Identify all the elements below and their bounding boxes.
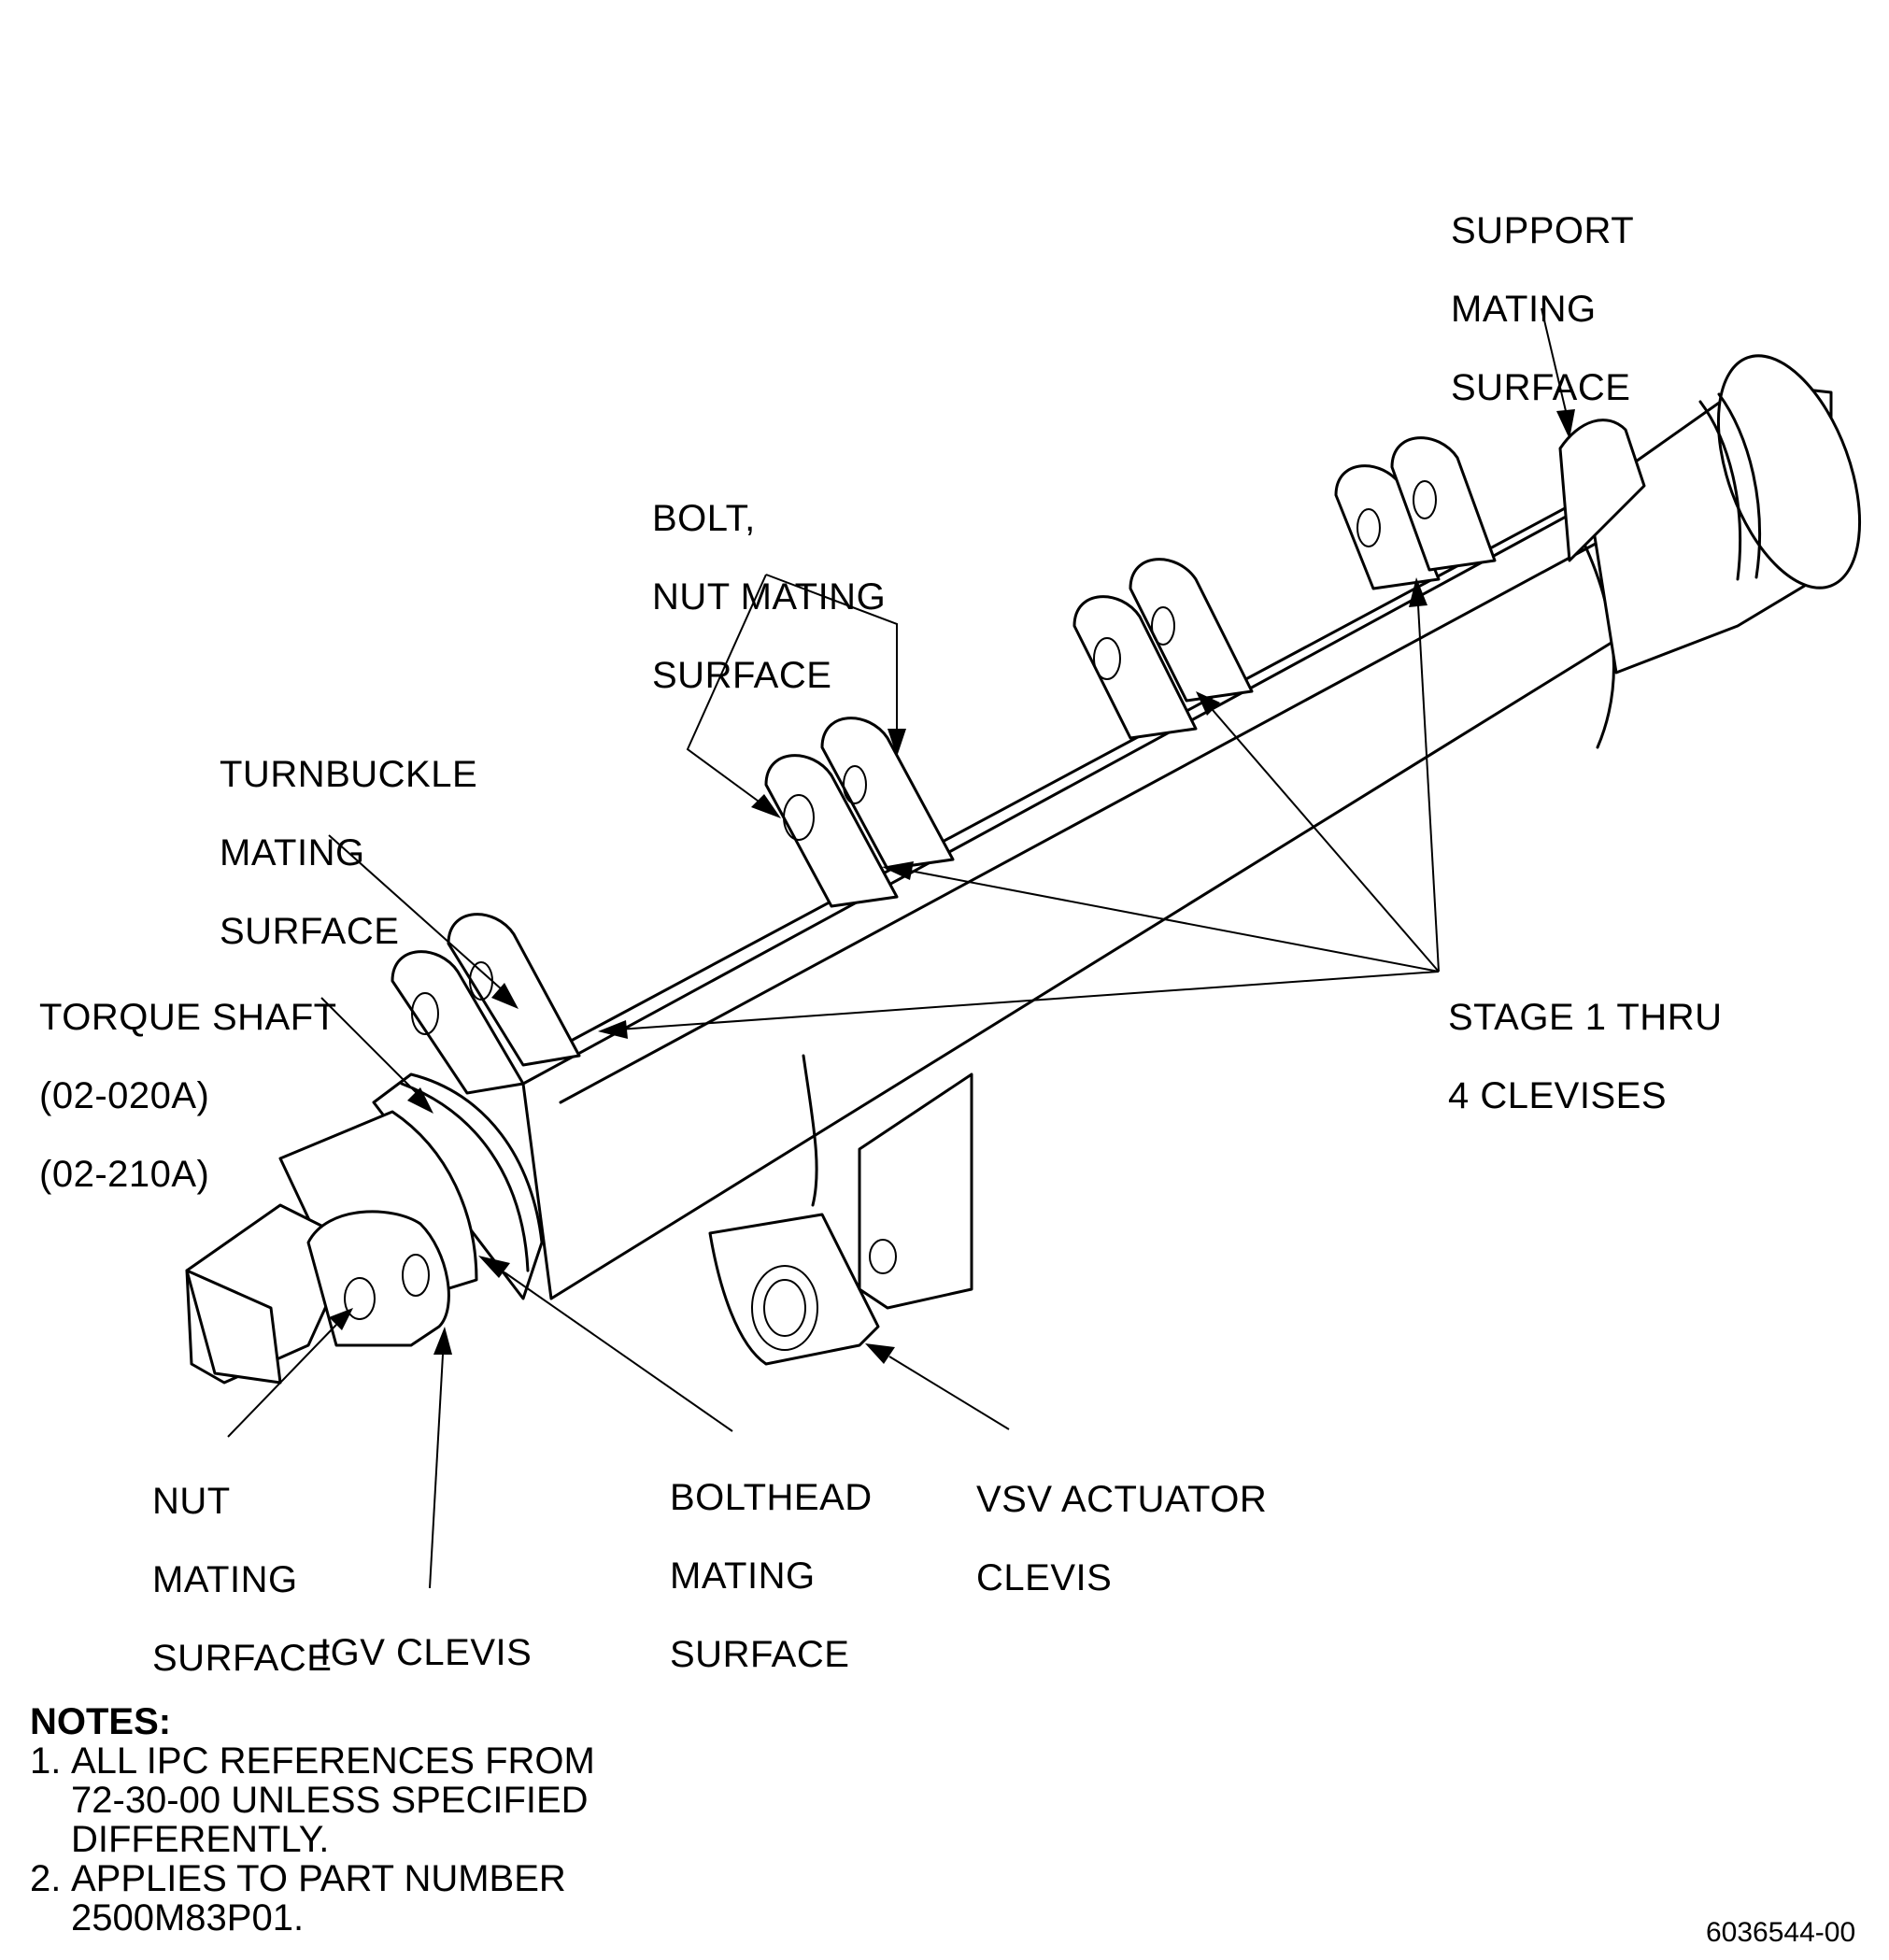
note-number: 2. [30, 1858, 62, 1899]
leader-turnbuckle [328, 834, 518, 1009]
callout-nut-mating-surface: NUT MATING SURFACE [152, 1481, 333, 1679]
note-line: ALL IPC REFERENCES FROM [71, 1740, 595, 1782]
leader-nut-mating [227, 1308, 353, 1438]
note-line: 72-30-00 UNLESS SPECIFIED [71, 1780, 589, 1821]
torque-shaft-body [521, 484, 1655, 1300]
note-line: 2500M83P01. [71, 1897, 305, 1939]
callout-turnbuckle-mating-surface: TURNBUCKLE MATING SURFACE [220, 754, 478, 952]
note-line: APPLIES TO PART NUMBER [71, 1858, 566, 1899]
note-number: 1. [30, 1740, 62, 1782]
notes-block: NOTES: 1. ALL IPC REFERENCES FROM 72-30-… [30, 1702, 595, 1938]
callout-bolt-nut-mating-surface: BOLT, NUT MATING SURFACE [652, 498, 887, 696]
stage-clevis-1 [764, 717, 955, 908]
note-item-1: 1. ALL IPC REFERENCES FROM 72-30-00 UNLE… [30, 1741, 595, 1859]
figure-number: 6036544-00 [1706, 1917, 1856, 1948]
callout-support-mating-surface: SUPPORT MATING SURFACE [1451, 210, 1635, 408]
leader-bolt-nut [686, 574, 906, 818]
leader-vsv-actuator [865, 1343, 1010, 1430]
note-line: DIFFERENTLY. [71, 1819, 330, 1860]
callout-torque-shaft: TORQUE SHAFT (02-020A) (02-210A) [39, 997, 337, 1195]
stage-clevis-3 [1334, 436, 1497, 590]
leader-bolthead-mating [478, 1256, 733, 1432]
vsv-actuator-clevis [708, 1072, 973, 1366]
callout-vsv-actuator-clevis: VSV ACTUATOR CLEVIS [976, 1479, 1268, 1598]
callout-bolthead-mating-surface: BOLTHEAD MATING SURFACE [670, 1477, 873, 1675]
leader-stage-clevises [598, 577, 1440, 1039]
leader-igv-clevis [429, 1327, 452, 1589]
leader-support [1541, 307, 1575, 439]
notes-heading: NOTES: [30, 1701, 172, 1742]
turnbuckle-clevis [391, 913, 581, 1095]
leader-torque-shaft [320, 997, 433, 1114]
stage-clevis-2 [1072, 558, 1254, 740]
support-end-cylinder [1558, 354, 1862, 675]
callout-igv-clevis: IGV CLEVIS [320, 1632, 533, 1673]
note-item-2: 2. APPLIES TO PART NUMBER 2500M83P01. [30, 1859, 595, 1938]
callout-stage-clevises: STAGE 1 THRU 4 CLEVISES [1448, 997, 1723, 1116]
